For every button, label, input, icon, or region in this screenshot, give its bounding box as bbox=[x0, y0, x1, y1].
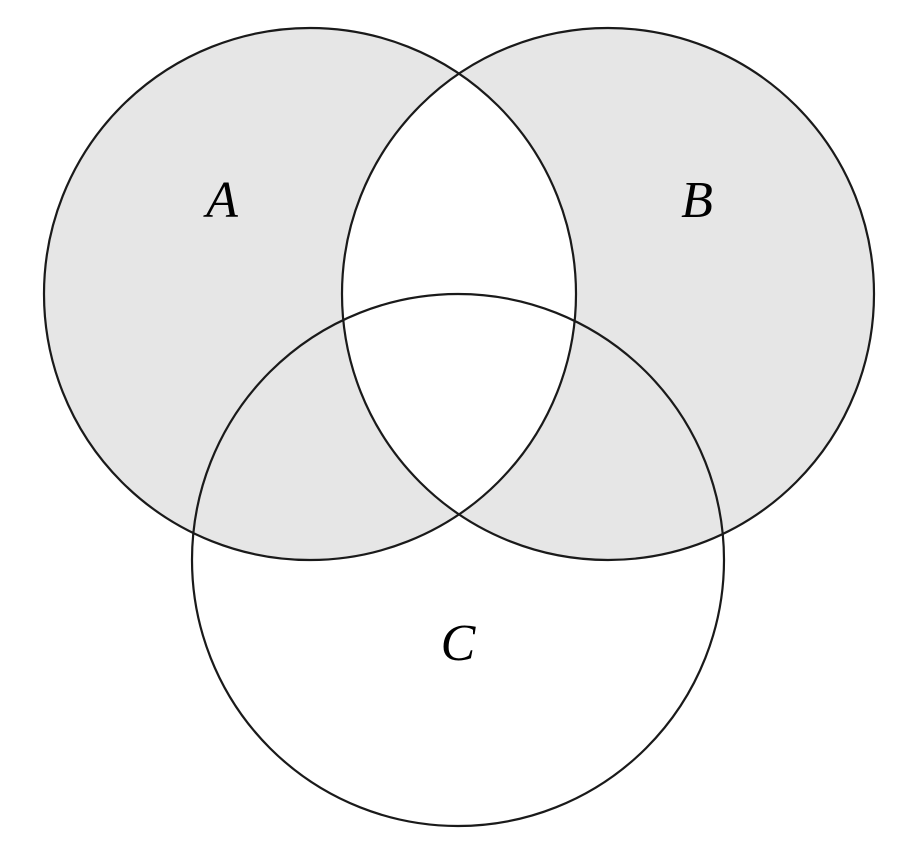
circle-outline-c[interactable] bbox=[190, 292, 726, 828]
circle-outline-a[interactable] bbox=[42, 26, 578, 562]
set-label-a: A bbox=[203, 172, 238, 229]
set-label-b: B bbox=[681, 172, 713, 229]
circle-outline-b[interactable] bbox=[340, 26, 876, 562]
set-label-group: A B C bbox=[203, 172, 713, 672]
circle-outline-group bbox=[42, 26, 876, 828]
set-label-c: C bbox=[441, 615, 477, 672]
